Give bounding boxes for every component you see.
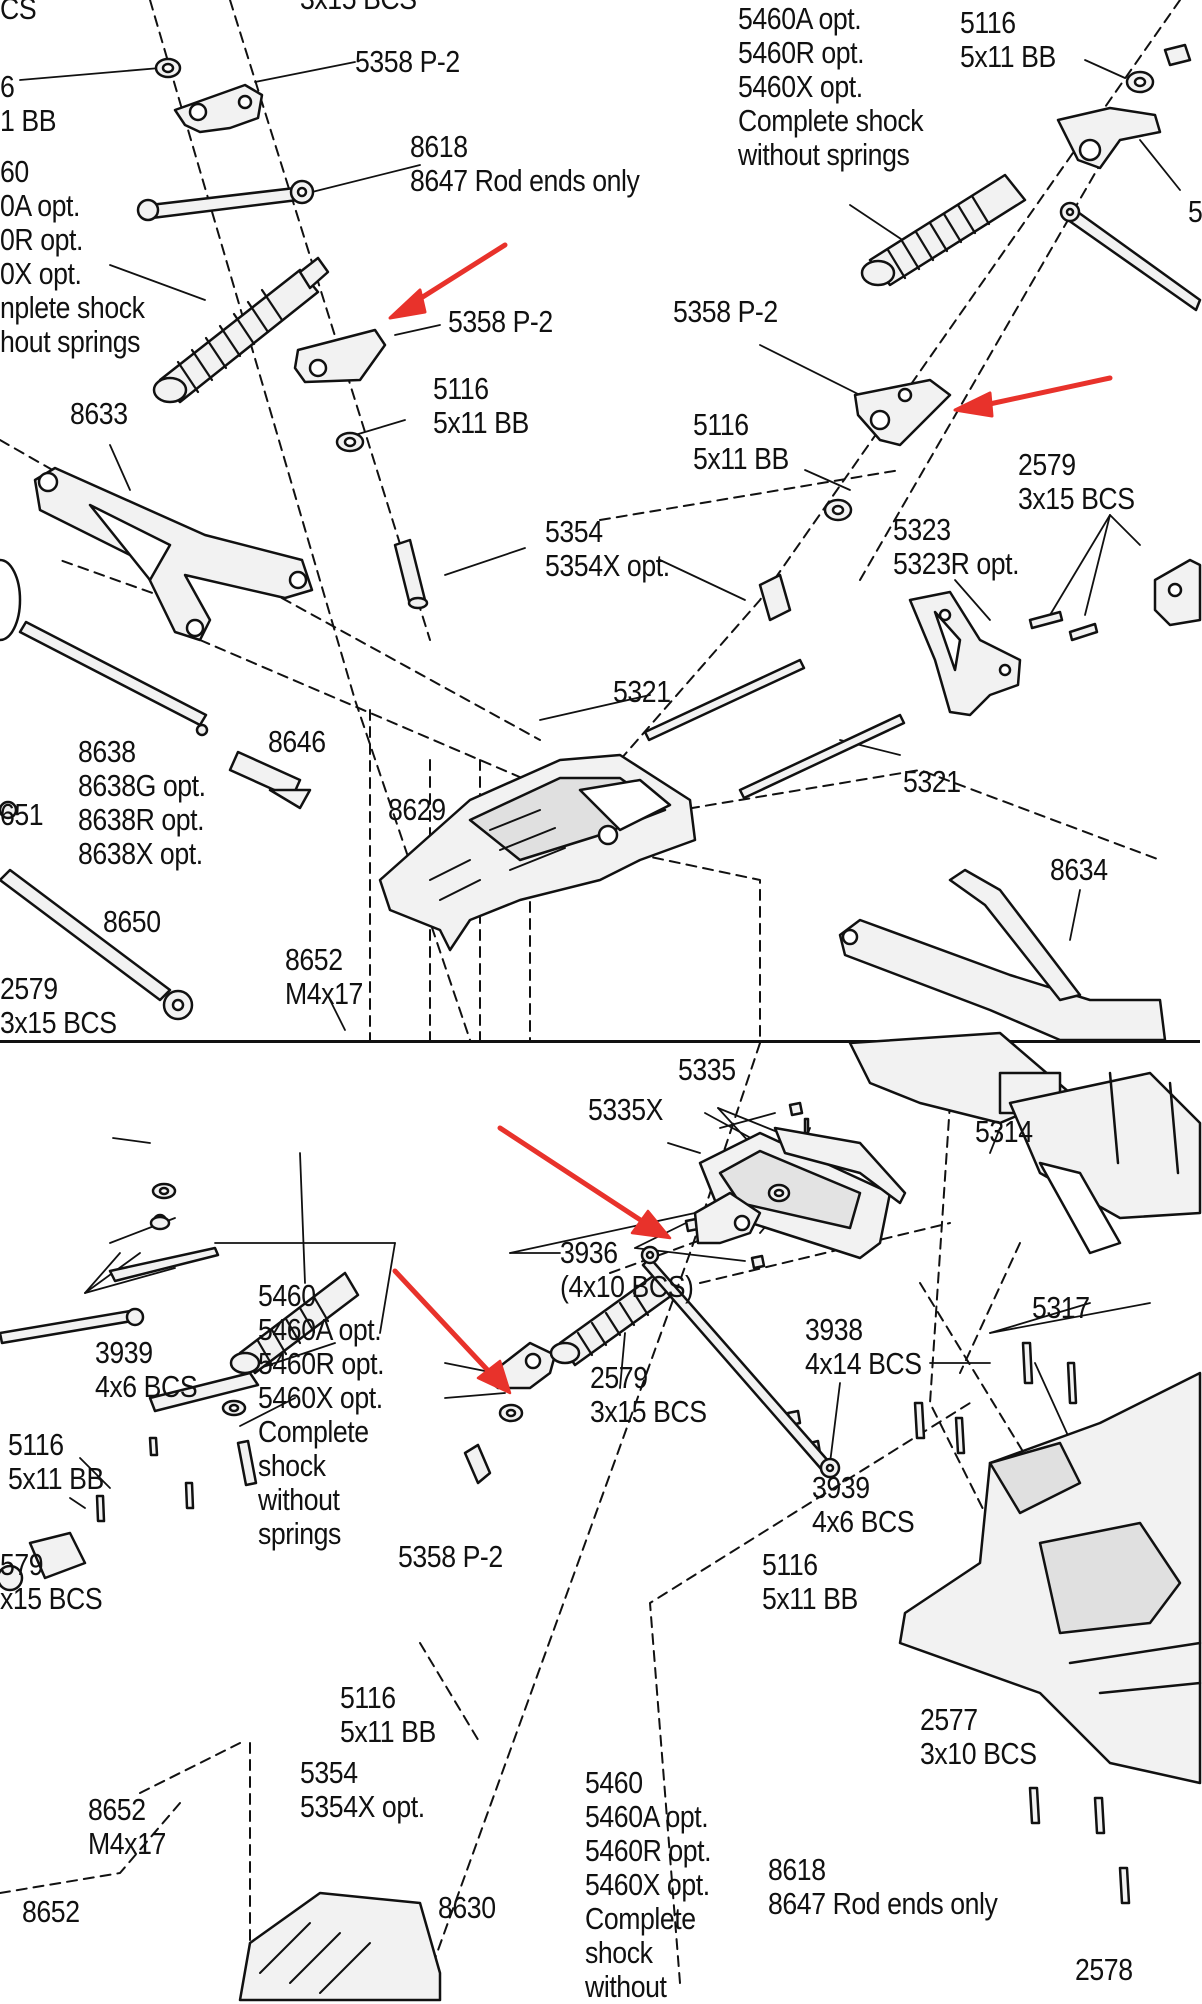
top-diagram-artwork bbox=[0, 0, 1202, 1042]
leader-lines-bottom bbox=[69, 1107, 1171, 1529]
assembly-guide-lines-bottom bbox=[0, 1042, 1031, 2001]
label-shock-left: 60 0A opt. 0R opt. 0X opt. nplete shock … bbox=[0, 154, 145, 359]
pin-5354-bottom bbox=[236, 1439, 492, 1487]
label-8650: 8650 bbox=[103, 904, 161, 939]
arm-8634 bbox=[838, 868, 1167, 1042]
shock-right bbox=[860, 173, 1027, 287]
label-8634: 8634 bbox=[1050, 852, 1108, 887]
label-8652-a: 8652 M4x17 bbox=[88, 1792, 166, 1861]
shock-tower-upper-left bbox=[173, 83, 264, 134]
part-8646 bbox=[228, 750, 312, 810]
label-8652-top: 8652 M4x17 bbox=[285, 942, 363, 1011]
label-5335: 5335 bbox=[678, 1052, 736, 1087]
label-bcs-top: 3x15 BCS bbox=[300, 0, 417, 16]
arm-8633 bbox=[33, 466, 314, 642]
label-5358-p2-a: 5358 P-2 bbox=[355, 44, 460, 79]
label-bb-5116-c: 5116 5x11 BB bbox=[693, 407, 789, 476]
shock-left bbox=[152, 256, 330, 404]
label-5335x: 5335X bbox=[588, 1092, 663, 1127]
label-shock-5460-right: 5460 5460A opt. 5460R opt. 5460X opt. Co… bbox=[585, 1765, 712, 2004]
hanger-5323 bbox=[908, 590, 1022, 717]
part-651 bbox=[0, 800, 18, 820]
label-5116-left: 5116 5x11 BB bbox=[8, 1427, 104, 1496]
label-cs: CS bbox=[0, 0, 37, 26]
screws-2579 bbox=[1028, 610, 1099, 642]
leader-lines bbox=[19, 59, 1181, 1031]
label-5314: 5314 bbox=[975, 1114, 1033, 1149]
label-5358-p2-b: 5358 P-2 bbox=[448, 304, 553, 339]
label-2579-left: 579 x15 BCS bbox=[0, 1547, 103, 1616]
axle-8638 bbox=[18, 620, 209, 737]
rod-8618-upper bbox=[136, 179, 315, 222]
shock-tower-upper-right bbox=[1056, 43, 1192, 170]
label-8630: 8630 bbox=[438, 1890, 496, 1925]
label-bb-5116-top-right: 5116 5x11 BB bbox=[960, 5, 1056, 74]
label-2579-left: 2579 3x15 BCS bbox=[0, 971, 117, 1040]
label-5358-p2: 5358 P-2 bbox=[398, 1539, 503, 1574]
label-5354: 5354 5354X opt. bbox=[300, 1755, 425, 1824]
label-8618: 8618 8647 Rod ends only bbox=[768, 1852, 998, 1921]
label-bb-left: 6 1 BB bbox=[0, 69, 57, 138]
rod-8618-center bbox=[640, 1245, 841, 1479]
bumper-5335 bbox=[698, 1126, 907, 1260]
label-8638: 8638 8638G opt. 8638R opt. 8638X opt. bbox=[78, 734, 206, 871]
label-2579-mid: 2579 3x15 BCS bbox=[590, 1360, 707, 1429]
label-8646: 8646 bbox=[268, 724, 326, 759]
label-8652-b: 8652 bbox=[22, 1894, 80, 1929]
bottom-diagram-artwork bbox=[0, 1031, 1202, 2002]
label-651: 651 bbox=[0, 797, 44, 832]
part-8652-bottom bbox=[0, 1531, 87, 1592]
edge-part-left bbox=[0, 558, 22, 642]
label-shock-right: 5460A opt. 5460R opt. 5460X opt. Complet… bbox=[738, 1, 924, 172]
label-5116-low: 5116 5x11 BB bbox=[340, 1680, 436, 1749]
label-shock-5460-left: 5460 5460A opt. 5460R opt. 5460X opt. Co… bbox=[258, 1278, 385, 1551]
label-2579-right: 2579 3x15 BCS bbox=[1018, 447, 1135, 516]
label-8629: 8629 bbox=[388, 792, 446, 827]
label-5317: 5317 bbox=[1032, 1290, 1090, 1325]
chassis-front-upper bbox=[848, 1031, 1202, 1255]
pin-right bbox=[758, 573, 792, 622]
label-5116-mid: 5116 5x11 BB bbox=[762, 1547, 858, 1616]
label-3936: 3936 (4x10 BCS) bbox=[560, 1235, 694, 1304]
shaft-8650 bbox=[0, 868, 194, 1021]
panel-divider bbox=[0, 1040, 1200, 1043]
label-5321-a: 5321 bbox=[613, 674, 671, 709]
chassis-right bbox=[898, 1371, 1202, 1785]
label-5321-b: 5321 bbox=[903, 764, 961, 799]
label-3939-left: 3939 4x6 BCS bbox=[95, 1335, 198, 1404]
top-exploded-diagram: CS 3x15 BCS 6 1 BB 5358 P-2 8618 8647 Ro… bbox=[0, 0, 1202, 1042]
bottom-exploded-diagram: 5335 5335X 5314 3936 (4x10 BCS) 5460 546… bbox=[0, 1031, 1202, 2004]
knuckle-5358-right bbox=[853, 378, 952, 447]
label-2577: 2577 3x10 BCS bbox=[920, 1702, 1037, 1771]
label-5354: 5354 5354X opt. bbox=[545, 514, 670, 583]
bearings-bottom bbox=[151, 1182, 791, 1423]
pin-5354 bbox=[393, 538, 429, 610]
label-2578: 2578 bbox=[1075, 1952, 1133, 1987]
shock-tower-left bbox=[108, 1213, 220, 1283]
label-5323: 5323 5323R opt. bbox=[893, 512, 1020, 581]
shock-left-5460 bbox=[229, 1271, 360, 1375]
bulkhead-8630 bbox=[238, 1891, 442, 2002]
label-bb-5116-a: 5116 5x11 BB bbox=[433, 371, 529, 440]
right-plate bbox=[1153, 558, 1202, 627]
red-pointer-arrows-bottom bbox=[392, 1125, 672, 1395]
rod-left bbox=[0, 1307, 145, 1345]
label-5358-p2-c: 5358 P-2 bbox=[673, 294, 778, 329]
label-3938: 3938 4x14 BCS bbox=[805, 1312, 922, 1381]
bearing-parts bbox=[154, 57, 1155, 522]
label-3939-mid: 3939 4x6 BCS bbox=[812, 1470, 915, 1539]
red-pointer-arrows bbox=[388, 242, 1113, 418]
label-5-cut: 5 bbox=[1188, 194, 1202, 229]
tower-lower-left bbox=[148, 1371, 260, 1413]
rod-right bbox=[1059, 201, 1202, 312]
knuckle-5358-center bbox=[693, 1191, 762, 1245]
bulkhead-8629 bbox=[378, 753, 697, 952]
pins-5321 bbox=[643, 658, 906, 800]
knuckle-5358-left bbox=[293, 328, 387, 384]
label-rod-8618: 8618 8647 Rod ends only bbox=[410, 129, 640, 198]
label-8633: 8633 bbox=[70, 396, 128, 431]
